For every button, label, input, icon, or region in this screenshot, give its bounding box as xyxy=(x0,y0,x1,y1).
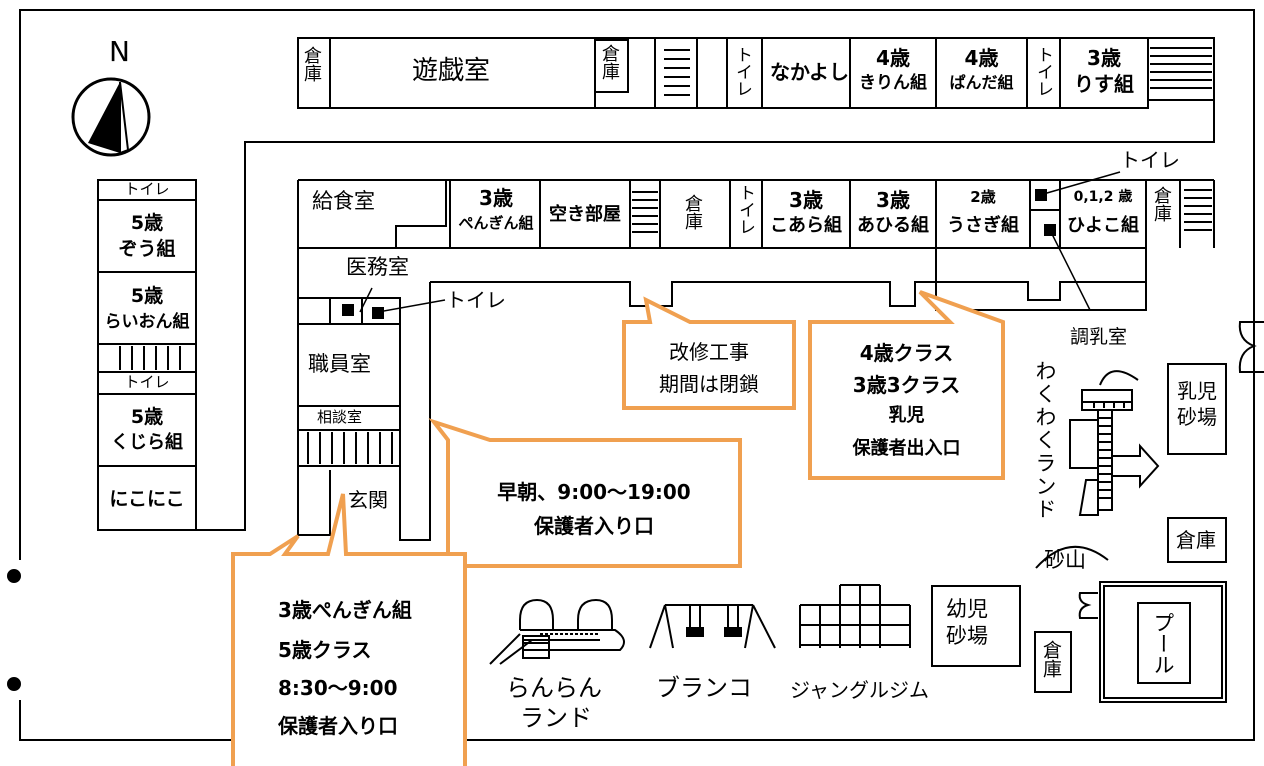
callout-penguin-line-4: 保護者入り口 xyxy=(278,714,398,738)
room-staff: 職員室 xyxy=(308,352,371,376)
room-usagi-name: うさぎ組 xyxy=(947,215,1019,236)
pool xyxy=(1078,581,1227,703)
callout-penguin xyxy=(231,493,467,766)
callout-east-line-2: 3歳3クラス xyxy=(852,373,961,397)
callout-penguin-line-3: 8:30～9:00 xyxy=(278,676,398,700)
label-wakuwaku: わくわくランド xyxy=(1033,360,1057,521)
label-ranran-2: ランド xyxy=(520,704,592,732)
label-toilet-leader: トイレ xyxy=(1120,148,1180,172)
room-toilet-north-1: トイレ xyxy=(732,46,752,97)
room-risu-name: りす組 xyxy=(1074,72,1134,96)
room-hiyoko-name: ひよこ組 xyxy=(1067,215,1139,236)
room-panda-name: ぱんだ組 xyxy=(949,73,1014,92)
callout-penguin-line-2: 5歳クラス xyxy=(278,638,372,662)
room-toilet-west-2: トイレ xyxy=(124,373,170,391)
swing-icon xyxy=(649,604,776,649)
label-toilet-office: トイレ xyxy=(446,288,506,312)
toddler-sandbox xyxy=(931,585,1021,667)
callout-renovation-line-1: 改修工事 xyxy=(669,340,749,364)
label-swing: ブランコ xyxy=(656,674,752,702)
infant-sandbox xyxy=(1167,363,1227,455)
room-entrance: 玄関 xyxy=(348,488,388,512)
label-toddler-sandbox: 幼児砂場 xyxy=(946,597,988,649)
west-building xyxy=(97,179,197,531)
room-ahiru-age: 3歳 xyxy=(876,188,910,212)
room-penguin-age: 3歳 xyxy=(479,186,513,210)
room-raion-name: らいおん組 xyxy=(104,312,190,332)
gate-post-1 xyxy=(7,569,21,583)
room-formula: 調乳室 xyxy=(1070,326,1128,348)
yard-storage-2 xyxy=(1034,631,1072,693)
room-penguin-name: ぺんぎん組 xyxy=(458,214,534,232)
north-building xyxy=(297,37,1215,109)
room-kirin-name: きりん組 xyxy=(859,73,927,93)
room-nikoniko: にこにこ xyxy=(109,488,185,510)
jungle-gym-icon xyxy=(799,584,911,648)
room-nakayoshi: なかよし xyxy=(770,60,849,84)
gate-post-2 xyxy=(7,677,21,691)
room-vacant: 空き部屋 xyxy=(549,204,621,225)
middle-building xyxy=(297,179,1215,311)
room-koala-age: 3歳 xyxy=(789,188,823,212)
callout-east-line-4: 保護者出入口 xyxy=(852,438,961,459)
room-toilet-west-1: トイレ xyxy=(124,180,170,198)
room-consult: 相談室 xyxy=(317,408,363,426)
compass-label: N xyxy=(109,35,130,68)
room-zou-name: ぞう組 xyxy=(118,238,176,260)
room-hiyoko-age: 0,1,2 歳 xyxy=(1073,189,1133,205)
room-kujira-name: くじら組 xyxy=(111,432,183,453)
label-jungle-gym: ジャングルジム xyxy=(790,678,929,702)
label-pool: プール xyxy=(1151,612,1175,675)
callout-renovation xyxy=(622,296,796,410)
room-raion-age: 5歳 xyxy=(130,285,164,307)
site-boundary xyxy=(19,9,1255,741)
callout-east-line-1: 4歳クラス xyxy=(859,341,954,365)
callout-early-line-1: 早朝、9:00～19:00 xyxy=(497,480,691,504)
room-storage-mid-2: 倉庫 xyxy=(1151,186,1172,222)
room-toilet-north-2: トイレ xyxy=(1033,46,1053,97)
compass-icon xyxy=(71,77,151,157)
callout-penguin-line-1: 3歳ぺんぎん組 xyxy=(278,598,412,622)
room-storage-mid: 倉庫 xyxy=(682,194,703,230)
room-storage-north-2: 倉庫 xyxy=(599,44,620,80)
room-koala-name: こあら組 xyxy=(770,215,842,236)
callout-east-entry xyxy=(808,290,1005,480)
label-infant-sandbox: 乳児砂場 xyxy=(1177,379,1217,429)
ranran-land-icon xyxy=(489,598,625,665)
callout-shapes xyxy=(231,290,1005,766)
office-block xyxy=(297,282,431,541)
label-yard-storage: 倉庫 xyxy=(1176,528,1216,552)
label-sand-hill: 砂山 xyxy=(1044,548,1086,572)
label-yard-storage-2: 倉庫 xyxy=(1040,640,1062,678)
room-playroom: 遊戯室 xyxy=(412,56,491,86)
wakuwaku-land-icon xyxy=(1069,370,1160,516)
room-zou-age: 5歳 xyxy=(130,212,164,234)
sand-hill-icon xyxy=(1035,545,1109,569)
room-ahiru-name: あひる組 xyxy=(857,215,929,236)
callout-early-line-2: 保護者入り口 xyxy=(534,514,654,538)
room-toilet-mid: トイレ xyxy=(735,184,755,235)
room-kirin-age: 4歳 xyxy=(876,46,910,70)
room-panda-age: 4歳 xyxy=(964,46,999,70)
callout-east-line-3: 乳児 xyxy=(888,405,925,426)
yard-storage xyxy=(1167,517,1227,563)
room-medical: 医務室 xyxy=(346,255,409,279)
room-risu-age: 3歳 xyxy=(1087,46,1121,70)
room-usagi-age: 2歳 xyxy=(970,188,996,206)
room-kujira-age: 5歳 xyxy=(130,406,164,428)
room-kitchen: 給食室 xyxy=(312,189,375,213)
east-gate-icon xyxy=(1238,321,1264,373)
callout-renovation-line-2: 期間は閉鎖 xyxy=(659,372,759,396)
room-storage-north-1: 倉庫 xyxy=(301,46,322,82)
label-ranran-1: らんらん xyxy=(506,674,602,702)
